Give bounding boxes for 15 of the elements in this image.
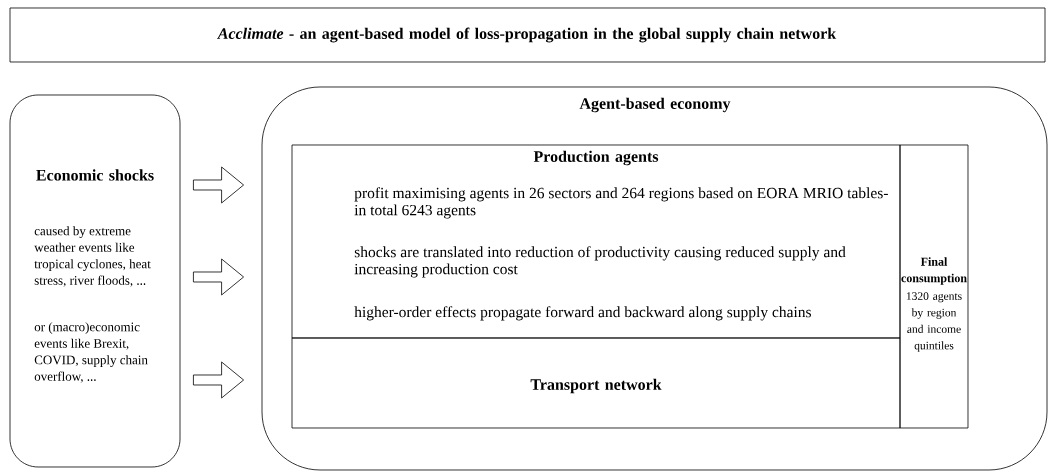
description: higher-order effects propagate forward and backward along supply chains: [354, 306, 811, 321]
block-arrow: [193, 166, 244, 204]
block-arrow: [193, 361, 244, 399]
block-arrow: [193, 258, 244, 296]
heading: Production agents: [533, 150, 659, 166]
description: profit maximising agents in 26 sectors and 264 regions based on EORA MRIO tables- in total 6243 agents: [354, 187, 888, 219]
heading: Economic shocks: [36, 169, 154, 181]
title: Acclimate - an agent-based model of loss-propagation in the global supply chain network: [216, 27, 837, 43]
heading: Final consumption: [901, 257, 967, 285]
heading: Agent-based economy: [579, 97, 731, 113]
description: caused by extreme weather events like tropical cyclones, heat stress, river floods, ...: [34, 226, 151, 287]
description: 1320 agents by region and income quintiles: [906, 292, 962, 352]
description: shocks are translated into reduction of productivity causing reduced supply and increasing production cost: [354, 246, 846, 278]
heading: Transport network: [530, 378, 662, 394]
description: or (macro)economic events like Brexit, COVID, supply chain overflow, ...: [34, 322, 148, 383]
